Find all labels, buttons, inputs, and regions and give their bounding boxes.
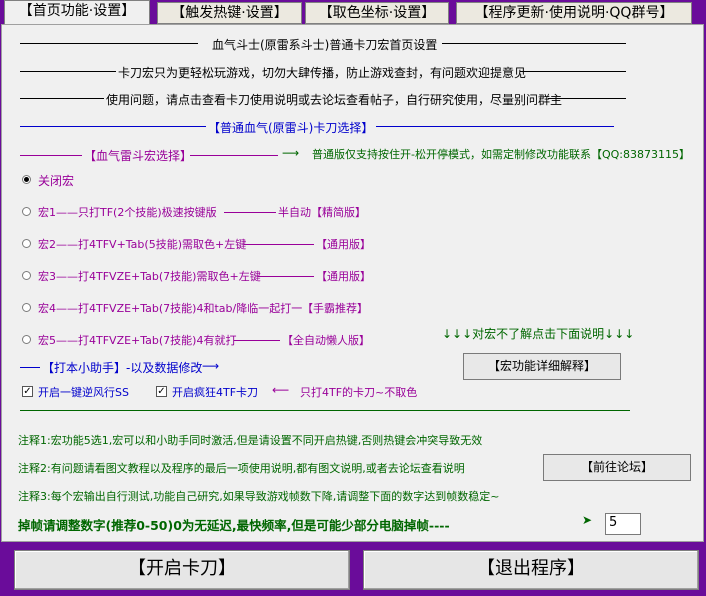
arrow-icon: ➤ — [582, 513, 593, 527]
macro-1-tag: 半自动【精简版】 — [278, 206, 366, 219]
divider — [20, 410, 630, 411]
main-panel: 血气斗士(原雷系斗士)普通卡刀宏首页设置 卡刀宏只为更轻松玩游戏，切勿大肆传播，… — [1, 24, 704, 542]
divider — [548, 98, 626, 99]
crazy-4tf-checkbox[interactable]: ✓ — [156, 386, 167, 397]
hint-text: ↓↓↓对宏不了解点击下面说明↓↓↓ — [442, 327, 635, 341]
divider — [20, 43, 198, 44]
arrow-left-icon: ⟵ — [272, 383, 290, 397]
version-note: 普通版仅支持按住开-松开停模式，如需定制修改功能联系【QQ:83873115】 — [312, 148, 690, 161]
macro-2-label[interactable]: 宏2——打4TFV+Tab(5技能)需取色+左键 — [38, 238, 247, 251]
macro-group-label: 【血气雷斗宏选择】 — [84, 149, 193, 163]
forum-button[interactable]: 【前往论坛】 — [543, 454, 691, 481]
macro-off-label[interactable]: 关闭宏 — [38, 174, 75, 188]
divider — [20, 98, 104, 99]
macro-3-label[interactable]: 宏3——打4TFVZE+Tab(7技能)需取色+左键 — [38, 270, 261, 283]
note-2: 注释2:有问题请看图文教程以及程序的最后一项使用说明,都有图文说明,或者去论坛查… — [18, 462, 465, 475]
macro-5-label[interactable]: 宏5——打4TFVZE+Tab(7技能)4有就打 — [38, 334, 237, 347]
macro-5-radio[interactable] — [22, 335, 31, 344]
tab-home-settings[interactable]: 【首页功能·设置】 — [4, 0, 150, 26]
divider — [520, 71, 626, 72]
tab-hotkey-settings[interactable]: 【触发热键·设置】 — [157, 2, 302, 24]
section-title: 【普通血气(原雷斗)卡刀选择】 — [208, 121, 374, 135]
wind-ss-label[interactable]: 开启一键逆风行SS — [38, 386, 129, 399]
divider — [20, 126, 206, 127]
wind-ss-checkbox[interactable]: ✓ — [22, 386, 33, 397]
divider — [258, 276, 314, 277]
divider — [20, 367, 40, 368]
divider — [234, 340, 280, 341]
macro-2-radio[interactable] — [22, 239, 31, 248]
macro-4-radio[interactable] — [22, 303, 31, 312]
frame-delay-input[interactable]: 5 — [605, 513, 641, 535]
macro-3-tag: 【通用版】 — [316, 270, 371, 283]
macro-4-tag: 【手霸推荐】 — [302, 302, 368, 315]
tab-color-coords-settings[interactable]: 【取色坐标·设置】 — [305, 2, 449, 24]
crazy-4tf-note: 只打4TF的卡刀~不取色 — [300, 386, 418, 399]
usage-text: 使用问题，请点击查看卡刀使用说明或去论坛查看帖子，自行研究使用，尽量别问群主 — [106, 93, 563, 107]
crazy-4tf-label[interactable]: 开启疯狂4TF卡刀 — [172, 386, 259, 399]
warning-text: 卡刀宏只为更轻松玩游戏，切勿大肆传播，防止游戏查封，有问题欢迎提意见 — [118, 66, 527, 80]
macro-detail-button[interactable]: 【宏功能详细解释】 — [463, 353, 621, 380]
macro-4-label[interactable]: 宏4——打4TFVZE+Tab(7技能)4和tab/降临一起打一 — [38, 302, 303, 315]
divider — [224, 212, 276, 213]
note-1: 注释1:宏功能5选1,宏可以和小助手同时激活,但是请设置不同开启热键,否则热键会… — [18, 434, 483, 447]
arrow-icon: ⟶ — [282, 146, 300, 160]
divider — [190, 155, 278, 156]
macro-1-label[interactable]: 宏1——只打TF(2个技能)极速按键版 — [38, 206, 217, 219]
divider — [376, 126, 614, 127]
exit-button[interactable]: 【退出程序】 — [363, 550, 699, 590]
macro-5-tag: 【全自动懒人版】 — [282, 334, 370, 347]
tab-update-help-qq[interactable]: 【程序更新·使用说明·QQ群号】 — [456, 2, 692, 24]
divider — [20, 155, 82, 156]
arrow-icon: ⟶ — [202, 359, 220, 373]
macro-1-radio[interactable] — [22, 207, 31, 216]
divider — [20, 71, 116, 72]
helper-title: 【打本小助手】-以及数据修改 — [42, 361, 203, 375]
divider — [442, 43, 626, 44]
divider — [244, 244, 314, 245]
page-title: 血气斗士(原雷系斗士)普通卡刀宏首页设置 — [212, 38, 438, 52]
start-button[interactable]: 【开启卡刀】 — [14, 550, 350, 590]
macro-2-tag: 【通用版】 — [316, 238, 371, 251]
note-3: 注释3:每个宏输出自行测试,功能自己研究,如果导致游戏帧数下降,请调整下面的数字… — [18, 490, 500, 503]
macro-3-radio[interactable] — [22, 271, 31, 280]
macro-off-radio[interactable] — [22, 175, 31, 184]
frame-delay-label: 掉帧请调整数字(推荐0-50)0为无延迟,最快频率,但是可能少部分电脑掉帧---… — [18, 518, 450, 533]
